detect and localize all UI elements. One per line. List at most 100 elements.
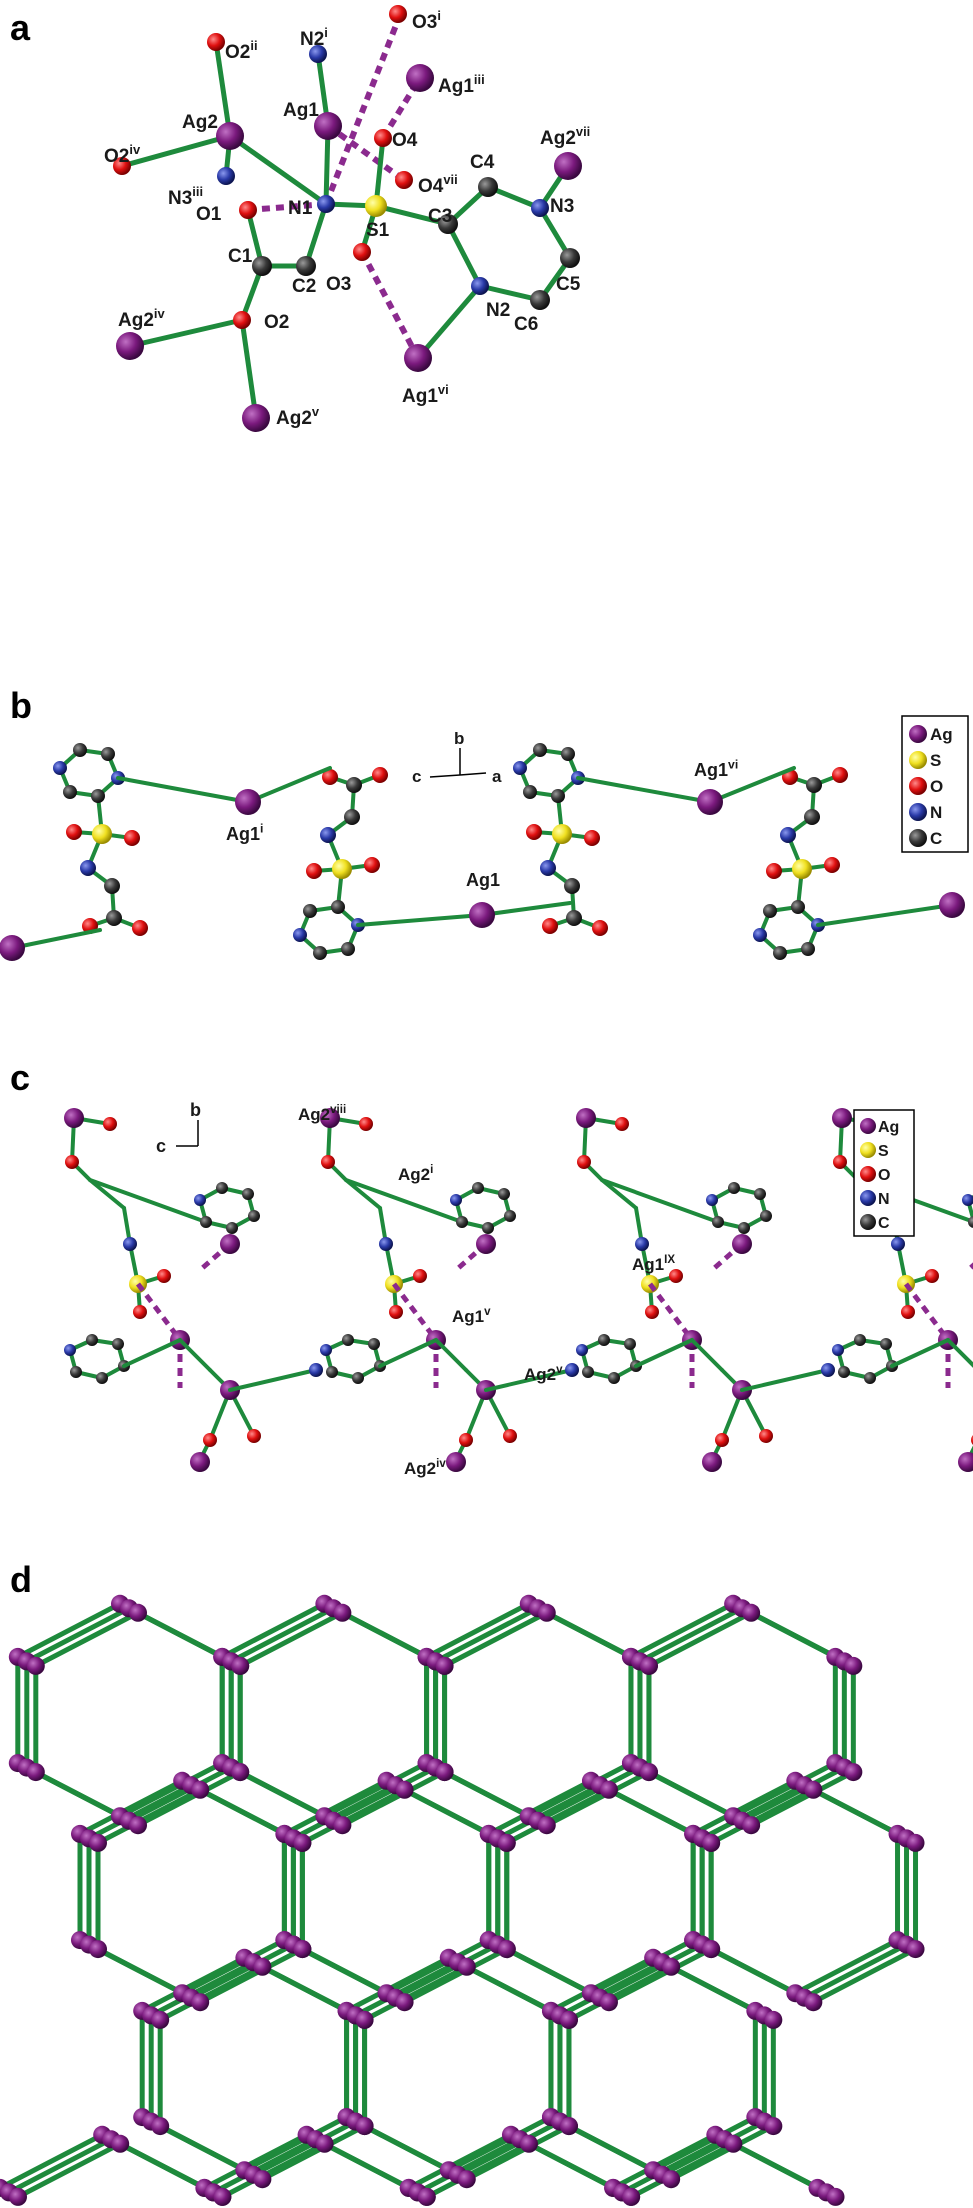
atom-ag xyxy=(293,1940,312,1959)
bond xyxy=(600,1178,638,1210)
atom-o xyxy=(759,1429,773,1443)
atom-o xyxy=(669,1269,683,1283)
bond xyxy=(557,1959,665,2018)
bond xyxy=(486,1778,594,1837)
bond xyxy=(135,1769,243,1828)
atom-o xyxy=(645,1305,659,1319)
atom-ag xyxy=(333,1816,352,1835)
atom-ag xyxy=(457,1957,476,1976)
bond xyxy=(646,1610,754,1669)
atom-o xyxy=(372,767,388,783)
bond xyxy=(424,1601,532,1660)
atom-ag xyxy=(469,902,495,928)
atom-c xyxy=(296,256,316,276)
bond xyxy=(10,928,102,950)
atom-ag xyxy=(111,2134,130,2153)
atom-n xyxy=(576,1344,588,1356)
atom-ag xyxy=(764,2010,783,2029)
panel-label-a: a xyxy=(10,7,31,48)
bond xyxy=(126,1765,234,1824)
axis-a-arrow xyxy=(459,772,487,776)
atom-ag xyxy=(235,789,261,815)
bond xyxy=(219,2141,328,2200)
atom-ag xyxy=(253,2170,272,2189)
bond xyxy=(600,1178,720,1224)
atom-c xyxy=(801,942,815,956)
atom-label: N1 xyxy=(288,198,313,219)
atom-c xyxy=(331,900,345,914)
atom-ag xyxy=(293,1833,312,1852)
atom-o xyxy=(832,767,848,783)
bond xyxy=(690,1338,724,1372)
atom-ag xyxy=(639,1656,658,1675)
bond xyxy=(477,283,543,303)
bond xyxy=(610,2132,718,2191)
bond xyxy=(576,776,712,804)
atom-ag xyxy=(191,1993,210,2012)
atom-c xyxy=(763,904,777,918)
atom-ag xyxy=(554,152,582,180)
bond xyxy=(378,1338,438,1368)
atom-c xyxy=(303,904,317,918)
bond xyxy=(890,1338,950,1368)
atom-ag xyxy=(151,2117,170,2136)
atom-ag xyxy=(457,2170,476,2189)
atom-c xyxy=(252,256,272,276)
bond xyxy=(246,766,332,804)
atom-o xyxy=(413,1269,427,1283)
atom-ag xyxy=(697,789,723,815)
atom-n xyxy=(540,860,556,876)
legend-label: O xyxy=(878,1167,890,1184)
bond xyxy=(637,1605,745,1664)
bond xyxy=(406,2132,514,2191)
atom-c xyxy=(478,177,498,197)
atom-n xyxy=(832,1344,844,1356)
atom-label: C4 xyxy=(470,152,495,173)
axis-c-arrow xyxy=(429,774,461,778)
bond xyxy=(250,2119,359,2178)
atom-n xyxy=(53,761,67,775)
bond xyxy=(148,1959,256,2018)
bond xyxy=(33,1610,141,1669)
bond xyxy=(739,1765,847,1824)
atom-ag xyxy=(844,1763,863,1782)
atom-c xyxy=(608,1372,620,1384)
atom-ag xyxy=(116,332,144,360)
bond xyxy=(566,1964,674,2023)
atom-ag xyxy=(320,1108,340,1128)
legend-label: C xyxy=(930,829,942,848)
bond xyxy=(526,1760,634,1819)
bond xyxy=(15,2141,123,2200)
atom-o xyxy=(925,1269,939,1283)
bond xyxy=(339,1769,448,1828)
contact-dashed-bond xyxy=(326,123,406,183)
atom-ag xyxy=(832,1108,852,1128)
atom-ag xyxy=(26,1656,45,1675)
atom-label: Ag1iii xyxy=(438,72,485,97)
atom-o xyxy=(374,129,392,147)
atom-ag xyxy=(537,1603,556,1622)
atom-c xyxy=(242,1188,254,1200)
atom-c xyxy=(760,1210,772,1222)
atom-label: O1 xyxy=(196,204,222,225)
atom-n xyxy=(909,803,927,821)
atom-o xyxy=(715,1433,729,1447)
atom-ag xyxy=(906,1940,925,1959)
atom-n xyxy=(780,827,796,843)
atom-ag xyxy=(804,1780,823,1799)
atom-label: Ag2vii xyxy=(540,124,590,149)
atom-label: N2 xyxy=(486,300,510,321)
atom-ag xyxy=(404,344,432,372)
bond xyxy=(373,135,386,209)
bond xyxy=(127,317,245,349)
axis-c-label: c xyxy=(412,767,421,786)
bond xyxy=(95,1787,203,1846)
atom-c xyxy=(86,1334,98,1346)
atom-c xyxy=(101,747,115,761)
atom-c xyxy=(352,1372,364,1384)
bond xyxy=(6,2136,114,2195)
atom-label: O3 xyxy=(326,274,351,295)
atom-c xyxy=(438,214,458,234)
